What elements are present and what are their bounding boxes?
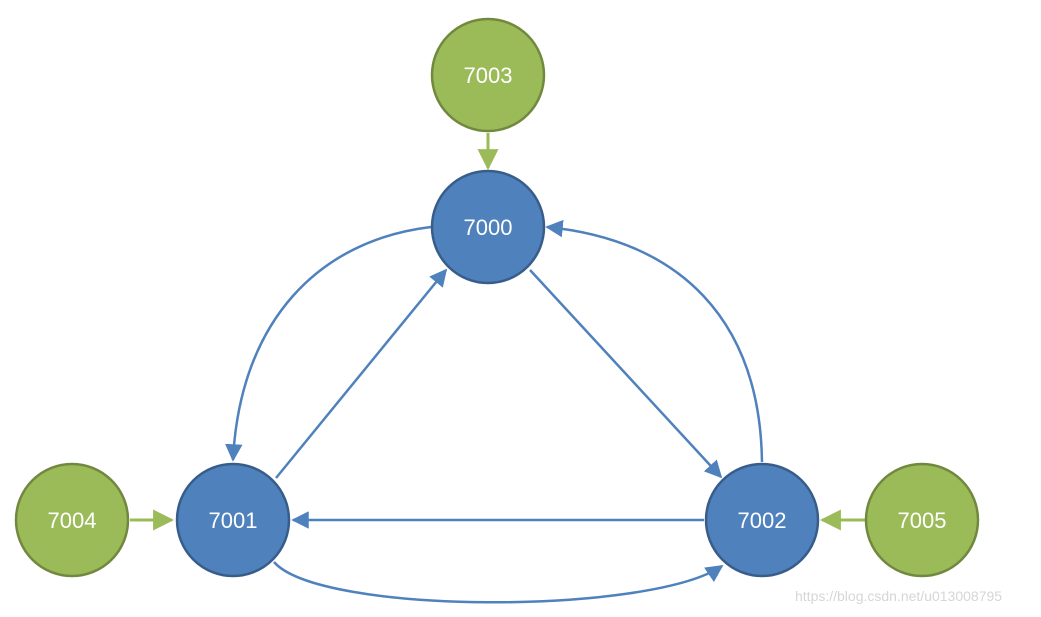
node-7005-circle bbox=[864, 462, 980, 578]
node-7000: 7000 bbox=[430, 169, 546, 285]
edge-7001-to-7000 bbox=[275, 268, 448, 479]
edge-7000-to-7002 bbox=[529, 269, 723, 479]
node-7003-circle bbox=[430, 17, 546, 133]
node-7004-label: 7004 bbox=[48, 508, 97, 533]
node-7002-label: 7002 bbox=[738, 508, 787, 533]
node-7000-label: 7000 bbox=[464, 215, 513, 240]
node-7005-label: 7005 bbox=[898, 508, 947, 533]
node-7001-circle bbox=[175, 462, 291, 578]
edge-7000-to-7001 bbox=[225, 225, 432, 462]
node-7000-circle bbox=[430, 169, 546, 285]
node-7002-circle bbox=[704, 462, 820, 578]
node-7004-circle bbox=[14, 462, 130, 578]
node-7003-label: 7003 bbox=[464, 63, 513, 88]
node-7002: 7002 bbox=[704, 462, 820, 578]
node-7001-label: 7001 bbox=[209, 508, 258, 533]
edge-7002-to-7000 bbox=[545, 219, 764, 463]
node-7003: 7003 bbox=[430, 17, 546, 133]
node-7005: 7005 bbox=[864, 462, 980, 578]
node-7004: 7004 bbox=[14, 462, 130, 578]
watermark: https://blog.csdn.net/u013008795 bbox=[795, 588, 1003, 604]
edge-7001-to-7002 bbox=[273, 561, 724, 604]
edges bbox=[130, 133, 865, 604]
node-7001: 7001 bbox=[175, 462, 291, 578]
